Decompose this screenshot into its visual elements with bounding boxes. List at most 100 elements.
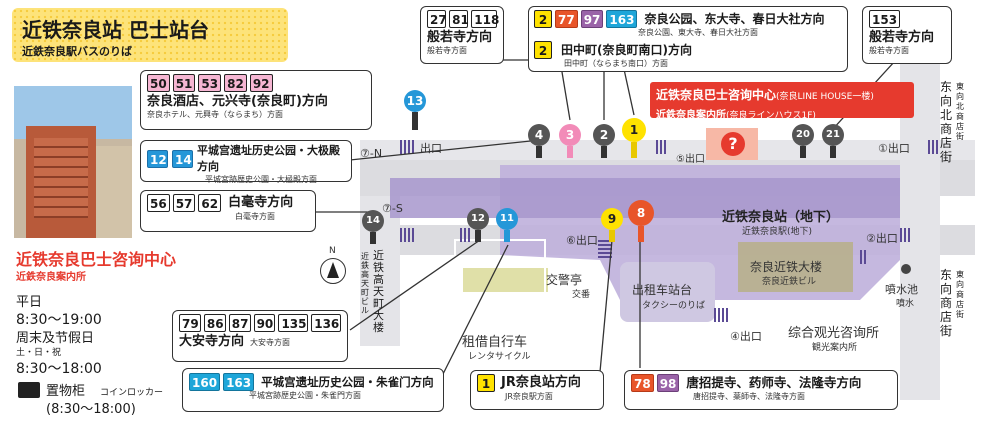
route-163b: 163 xyxy=(223,373,255,391)
route-53: 53 xyxy=(198,74,222,92)
route-153: 153 xyxy=(869,10,901,28)
north-street-sub: 東向北商店街 xyxy=(956,82,964,141)
route-92: 92 xyxy=(249,74,273,92)
callout-dest: 般若寺方向 xyxy=(869,30,935,45)
kintetsu-building xyxy=(738,242,853,292)
callout-toshodaiji: 78 98 唐招提寺、药师寺、法隆寺方向 唐招提寺、薬師寺、法隆寺方面 xyxy=(624,370,898,410)
callout-sub: 平城宮跡歴史公園・大極殿方面 xyxy=(205,175,317,184)
route-160: 160 xyxy=(189,373,221,391)
bike-sub-label: レンタサイクル xyxy=(468,352,531,362)
route-78: 78 xyxy=(631,374,654,392)
callout-sub-2: 田中町（ならまち南口）方面 xyxy=(564,59,668,68)
route-57: 57 xyxy=(172,194,196,212)
street-label-1: 近铁高天町大楼 xyxy=(373,249,384,334)
stop-3[interactable]: 3 xyxy=(559,124,581,146)
route-86: 86 xyxy=(203,314,226,332)
route-62: 62 xyxy=(198,194,222,212)
callout-daianji: 79 86 87 90 135 136 大安寺方向 大安寺方面 xyxy=(172,310,348,362)
stop-12[interactable]: 12 xyxy=(467,208,489,230)
callout-dest: 平城宫遗址历史公园・大极殿方向 xyxy=(196,144,340,173)
callout-dest: 奈良公园、东大寺、春日大社方向 xyxy=(644,12,825,26)
page-subtitle: 近鉄奈良駅バスのりば xyxy=(22,45,132,58)
route-118: 118 xyxy=(471,10,499,28)
route-81: 81 xyxy=(449,10,469,28)
stop-8[interactable]: 8 xyxy=(628,200,654,226)
locker-label: 置物柜 xyxy=(46,384,86,399)
stop-9[interactable]: 9 xyxy=(601,208,623,230)
callout-byakugoji: 56 57 62 白毫寺方向 白毫寺方面 xyxy=(140,190,316,232)
route-135: 135 xyxy=(278,314,309,332)
pond-label: 噴水池 xyxy=(885,283,918,296)
route-2b: 2 xyxy=(534,41,552,59)
exit-1-label: ①出口 xyxy=(878,142,910,155)
stop-21[interactable]: 21 xyxy=(822,124,844,146)
upper-road xyxy=(360,140,975,160)
taxi-area xyxy=(620,262,715,322)
route-12: 12 xyxy=(147,150,168,168)
stop-2[interactable]: 2 xyxy=(593,124,615,146)
info-line2b: (奈良ラインハウス1F) xyxy=(726,111,816,121)
center-sub: 近鉄奈良案内所 xyxy=(16,272,86,283)
stop-13[interactable]: 13 xyxy=(404,90,426,112)
weekday-hours: 8:30～19:00 xyxy=(16,312,102,328)
callout-daigokuden: 12 14 平城宫遗址历史公园・大极殿方向 平城宮跡歴史公園・大極殿方面 xyxy=(140,140,352,184)
callout-dest-2: 田中町(奈良町南口)方向 xyxy=(561,43,692,57)
callout-hannyaji-1: 27 81 118 般若寺方向 般若寺方面 xyxy=(420,6,504,64)
callout-sub: 唐招提寺、薬師寺、法隆寺方面 xyxy=(693,392,805,401)
title-panel: 近铁奈良站 巴士站台 近鉄奈良駅バスのりば xyxy=(12,8,288,62)
north-street-label: 东向北商店街 xyxy=(940,80,953,164)
holiday-sub: 土・日・祝 xyxy=(16,348,62,358)
callout-sub: 奈良公園、東大寺、春日大社方面 xyxy=(638,28,758,37)
holiday-label: 周末及节假日 xyxy=(16,331,95,346)
center-name: 近铁奈良巴士咨询中心 xyxy=(16,250,177,269)
callout-dest: JR奈良站方向 xyxy=(501,375,581,390)
stop-1[interactable]: 1 xyxy=(622,118,646,142)
bike-label: 租借自行车 xyxy=(462,335,528,350)
stop-11[interactable]: 11 xyxy=(496,208,518,230)
callout-dest: 般若寺方向 xyxy=(427,30,493,45)
station-label: 近铁奈良站（地下） xyxy=(722,210,840,225)
route-56: 56 xyxy=(147,194,170,212)
weekday-label: 平日 xyxy=(16,295,43,310)
exit-7s-label: ⑦-S xyxy=(382,202,403,215)
callout-nara-hotel: 50 51 53 82 92 奈良酒店、元兴寺(奈良町)方向 奈良ホテル、元興寺… xyxy=(140,70,372,130)
fountain-dot xyxy=(901,264,911,274)
callout-dest: 白毫寺方向 xyxy=(228,195,294,210)
callout-jr-nara: 1 JR奈良站方向 JR奈良駅方面 xyxy=(470,370,604,410)
route-2: 2 xyxy=(534,10,552,28)
police-sub-label: 交番 xyxy=(572,290,591,300)
callout-dest: 奈良酒店、元兴寺(奈良町)方向 xyxy=(147,94,328,109)
stop-20[interactable]: 20 xyxy=(792,124,814,146)
route-50: 50 xyxy=(147,74,170,92)
street-label-1-sub: 近鉄高天町ビル xyxy=(361,252,369,315)
route-136: 136 xyxy=(311,314,342,332)
info-center-box: 近铁奈良巴士咨询中心(奈良LINE HOUSE一楼) 近鉄奈良案内所(奈良ライン… xyxy=(650,82,914,121)
callout-dest: 大安寺方向 xyxy=(179,334,245,349)
route-87: 87 xyxy=(228,314,251,332)
callout-sub: 白毫寺方面 xyxy=(235,212,275,221)
compass-n: N xyxy=(329,246,336,256)
stop-14[interactable]: 14 xyxy=(362,210,384,232)
exit-6-label: ⑥出口 xyxy=(566,234,598,247)
taxi-sub-label: タクシーのりば xyxy=(642,301,706,311)
callout-sub: 般若寺方面 xyxy=(869,46,909,55)
route-97: 97 xyxy=(580,10,604,28)
exit-7n-label: ⑦-N xyxy=(360,147,383,160)
station-sub-label: 近鉄奈良駅(地下) xyxy=(742,227,813,237)
callout-sub: 大安寺方面 xyxy=(250,338,291,347)
south-street-sub: 東向商店街 xyxy=(956,270,964,319)
taxi-label: 出租车站台 xyxy=(632,283,693,297)
info-line1: 近铁奈良巴士咨询中心 xyxy=(656,88,777,102)
question-mark-icon: ? xyxy=(706,128,758,160)
building-sub-label: 奈良近鉄ビル xyxy=(762,277,817,287)
route-79: 79 xyxy=(179,314,201,332)
route-90: 90 xyxy=(253,314,276,332)
holiday-hours: 8:30～18:00 xyxy=(16,361,102,377)
callout-sub: 般若寺方面 xyxy=(427,46,467,55)
police-label: 交警亭 xyxy=(546,273,583,287)
stop-4[interactable]: 4 xyxy=(528,124,550,146)
route-98: 98 xyxy=(656,374,680,392)
locker-sub: コインロッカー xyxy=(100,388,164,398)
